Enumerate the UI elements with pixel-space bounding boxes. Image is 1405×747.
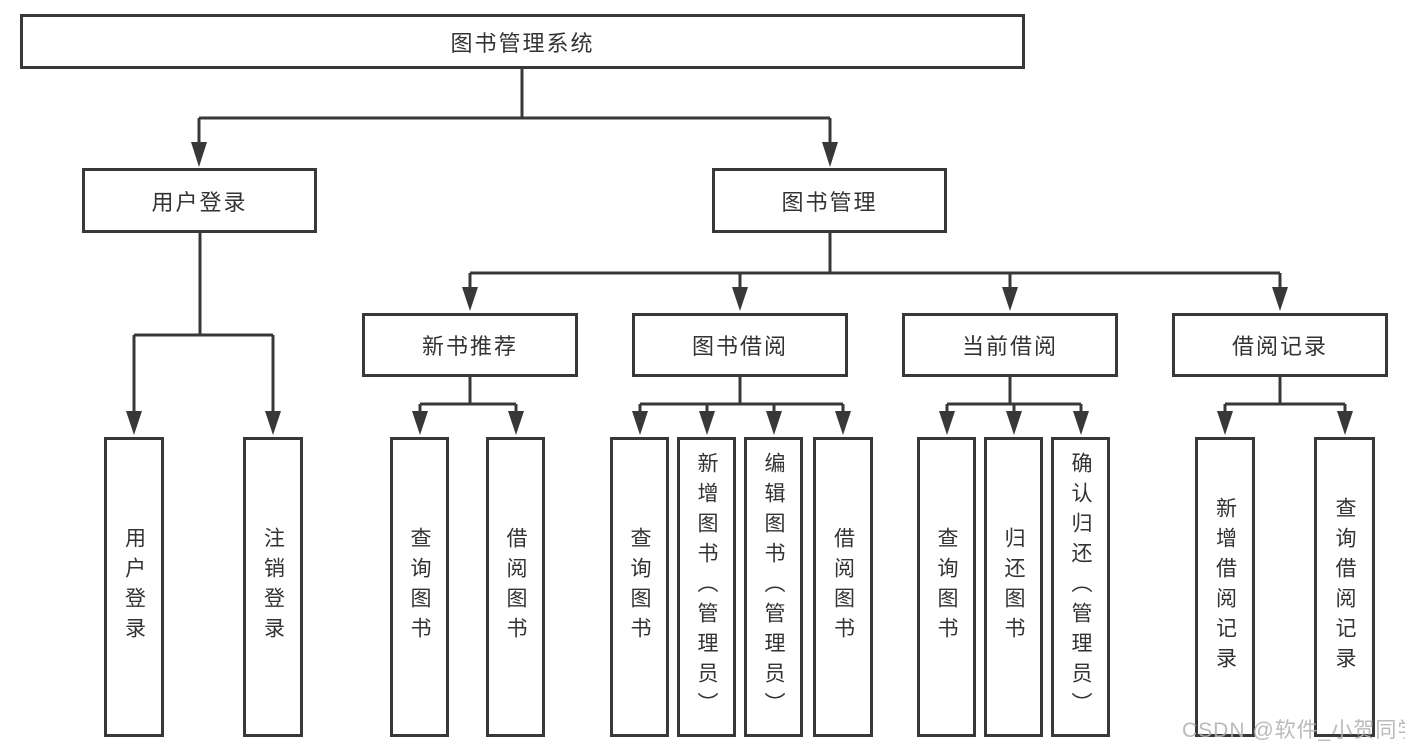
leaf-query-book-newrec: 查询图书: [390, 437, 449, 737]
arrowhead: [191, 142, 207, 167]
arrowhead: [265, 411, 281, 435]
leaf-return-book: 归还图书: [984, 437, 1043, 737]
leaf-borrow-book-newrec: 借阅图书: [486, 437, 545, 737]
node-current-borrowing: 当前借阅: [902, 313, 1118, 377]
leaf-query-book-current: 查询图书: [917, 437, 976, 737]
leaf-confirm-return-admin: 确认归还（管理员）: [1051, 437, 1110, 737]
arrowhead: [462, 287, 478, 311]
arrowhead: [1272, 287, 1288, 311]
leaf-user-login: 用户登录: [104, 437, 164, 737]
arrowhead: [1337, 411, 1353, 435]
arrowhead: [732, 287, 748, 311]
node-new-book-recommendation: 新书推荐: [362, 313, 578, 377]
leaf-query-borrow-record: 查询借阅记录: [1314, 437, 1375, 737]
arrowhead: [1002, 287, 1018, 311]
node-book-borrowing: 图书借阅: [632, 313, 848, 377]
leaf-query-book-borrowing: 查询图书: [610, 437, 669, 737]
arrowhead: [766, 411, 782, 435]
node-root: 图书管理系统: [20, 14, 1025, 69]
leaf-edit-book-admin: 编辑图书（管理员）: [744, 437, 803, 737]
arrowhead: [508, 411, 524, 435]
leaf-borrow-book-borrowing: 借阅图书: [813, 437, 873, 737]
node-user-login: 用户登录: [82, 168, 317, 233]
node-book-management: 图书管理: [712, 168, 947, 233]
arrowhead: [126, 411, 142, 435]
arrowhead: [835, 411, 851, 435]
arrowhead: [412, 411, 428, 435]
arrowhead: [699, 411, 715, 435]
arrowhead: [1217, 411, 1233, 435]
leaf-add-book-admin: 新增图书（管理员）: [677, 437, 736, 737]
csdn-watermark: CSDN @软件_小贺同学: [1182, 719, 1405, 742]
arrowhead: [1006, 411, 1022, 435]
arrowhead: [939, 411, 955, 435]
arrowhead: [1073, 411, 1089, 435]
leaf-logout: 注销登录: [243, 437, 303, 737]
node-borrowing-records: 借阅记录: [1172, 313, 1388, 377]
leaf-add-borrow-record: 新增借阅记录: [1195, 437, 1255, 737]
arrowhead: [822, 142, 838, 167]
arrowhead: [632, 411, 648, 435]
